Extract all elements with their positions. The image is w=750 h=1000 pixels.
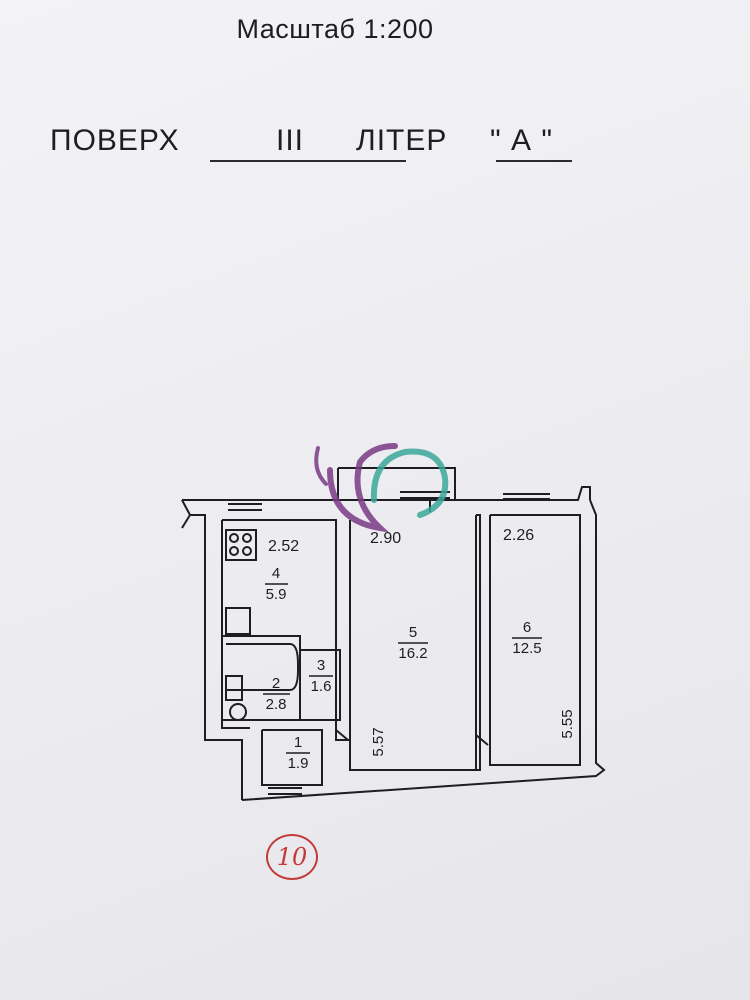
floor-underline: [210, 160, 406, 162]
room-6-area: 12.5: [512, 640, 541, 657]
liter-value: " А ": [490, 124, 553, 157]
scale-title: Масштаб 1:200: [236, 14, 434, 44]
room-3-area: 1.6: [311, 678, 332, 695]
dimension-room6-width: 2.26: [503, 527, 534, 544]
dimension-room5-length: 5.57: [370, 727, 387, 756]
room-4-number: 4: [272, 565, 280, 582]
dimension-kitchen-width: 2.52: [268, 538, 299, 555]
apartment-number-stamp: 10: [266, 834, 318, 880]
room-3-number: 3: [317, 657, 325, 674]
floor-label: ПОВЕРХ: [50, 124, 180, 157]
dimension-room5-width: 2.90: [370, 530, 401, 547]
room-2-number: 2: [272, 675, 280, 692]
room-1-number: 1: [294, 734, 302, 751]
room-6-number: 6: [523, 619, 531, 636]
room-5-number: 5: [409, 624, 417, 641]
liter-underline: [496, 160, 572, 162]
room-4-area: 5.9: [266, 586, 287, 603]
plan-walls: [181, 467, 606, 801]
liter-label: ЛІТЕР: [356, 124, 448, 157]
floor-value: III: [276, 124, 305, 157]
room-1-area: 1.9: [288, 755, 309, 772]
room-5-area: 16.2: [398, 645, 427, 662]
room-2-area: 2.8: [266, 696, 287, 713]
room-labels: 2.52 4 5.9 2.90 5 16.2 5.57 2.26 6 12.5 …: [263, 527, 576, 772]
dimension-room6-length: 5.55: [559, 709, 576, 738]
watermark-logo: [314, 443, 449, 533]
